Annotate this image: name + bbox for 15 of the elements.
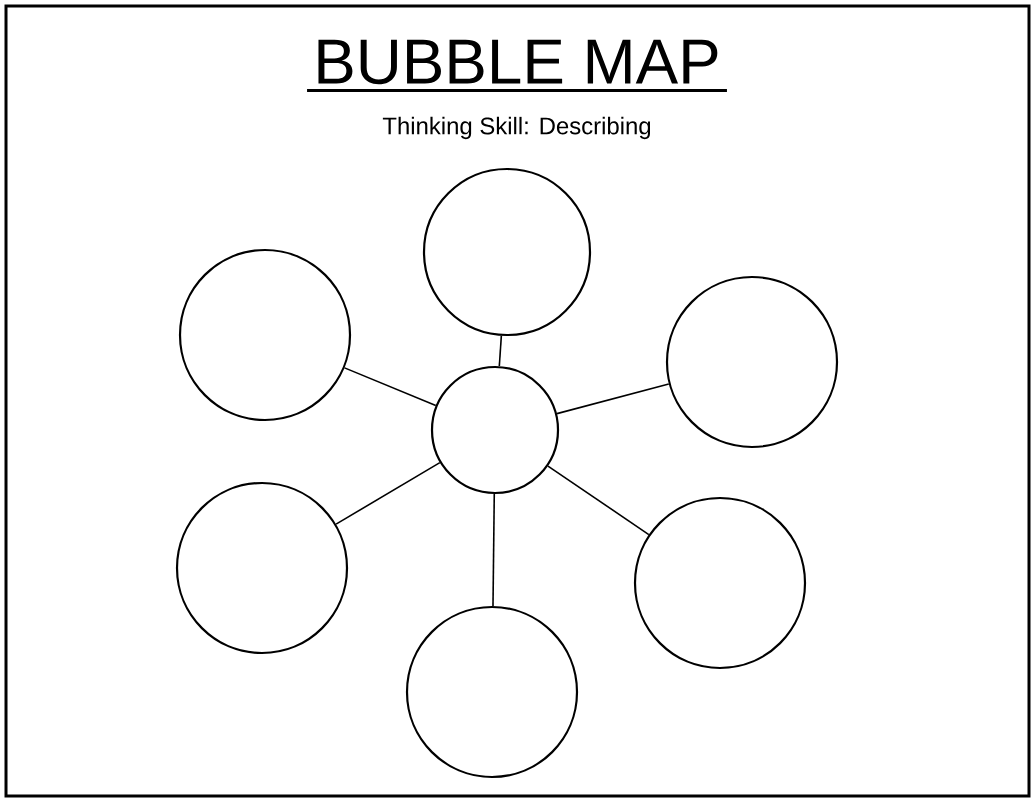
bubble bbox=[175, 481, 349, 655]
connector-line bbox=[492, 493, 496, 607]
connector-line bbox=[343, 367, 437, 407]
bubble bbox=[405, 605, 579, 779]
bubble bbox=[422, 167, 592, 337]
bubble bbox=[430, 365, 560, 495]
connector-line bbox=[335, 461, 441, 525]
bubble bbox=[633, 496, 807, 670]
connector-line bbox=[547, 465, 650, 536]
bubble bbox=[665, 275, 839, 449]
title: BUBBLE MAP bbox=[318, 39, 718, 85]
connector-line bbox=[556, 383, 670, 415]
connector-line bbox=[498, 335, 503, 367]
bubble bbox=[178, 248, 352, 422]
subtitle: Thinking Skill: Describing bbox=[382, 116, 651, 140]
